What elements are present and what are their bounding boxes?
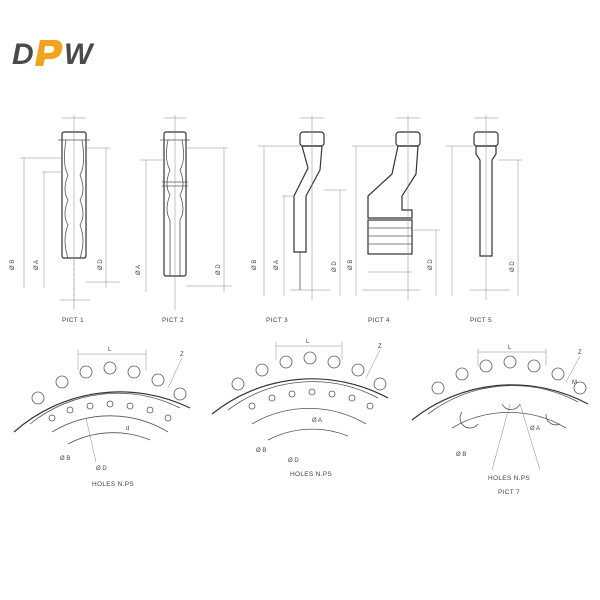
- dim-phiA-3: Ø A: [274, 260, 280, 270]
- caption-pict-7: PICT 7: [498, 489, 520, 496]
- dim-phiB-1: Ø B: [10, 260, 16, 270]
- sprocket-teeth-1: [31, 361, 187, 405]
- dpw-logo: D W: [12, 38, 95, 71]
- bolt-holes-1: [48, 400, 172, 422]
- dim-L-2: L: [306, 339, 310, 345]
- section-pict-5: Ø D PICT 5: [446, 115, 522, 324]
- dim-phiD-seg-2: Ø D: [288, 458, 299, 464]
- mounting-lugs-3: [459, 403, 561, 429]
- caption-pict-3: PICT 3: [266, 317, 288, 324]
- dim-M-3: M: [572, 380, 577, 386]
- dim-L-3: L: [508, 345, 512, 351]
- logo-letter-p: [35, 40, 63, 66]
- section-pict-2: Ø A Ø D PICT 2: [136, 115, 232, 324]
- dim-phiB-seg-3: Ø B: [456, 452, 466, 458]
- dim-phiA-1: Ø A: [34, 260, 40, 270]
- caption-pict-4: PICT 4: [368, 317, 390, 324]
- dim-phiA-2: Ø A: [136, 265, 142, 275]
- dim-phiD-3: Ø D: [332, 261, 338, 272]
- dim-L-1: L: [108, 347, 112, 353]
- section-pict-1: Ø B Ø A Ø D PICT 1: [10, 115, 120, 324]
- caption-pict-2: PICT 2: [162, 317, 184, 324]
- dim-Z-2: Z: [378, 344, 382, 350]
- segment-view-1: L Z Ø B Ø D d HOLES N.PS: [13, 347, 191, 488]
- dim-phiD-2: Ø D: [216, 264, 222, 275]
- dim-phiB-seg-1: Ø B: [60, 456, 70, 462]
- logo-letter-w: W: [64, 38, 95, 71]
- dim-phiA-seg-3: Ø A: [530, 426, 540, 432]
- caption-pict-5: PICT 5: [470, 317, 492, 324]
- segment-label-1: HOLES N.PS: [92, 481, 134, 488]
- bolt-holes-2: [248, 388, 374, 410]
- dim-phiA-seg-2: Ø A: [312, 418, 322, 424]
- dim-phiD-1: Ø D: [98, 259, 104, 270]
- section-pict-4: Ø B Ø D PICT 4: [348, 115, 440, 324]
- dim-phiB-4: Ø B: [348, 260, 354, 270]
- dim-phiD-4: Ø D: [428, 259, 434, 270]
- sprocket-teeth-2: [231, 351, 387, 391]
- segment-label-2: HOLES N.PS: [290, 471, 332, 478]
- sprocket-teeth-3: [431, 355, 587, 395]
- segment-view-3: L Z M Ø B Ø A HOLES N.PS PICT 7: [411, 345, 589, 496]
- dim-d-seg-1: d: [126, 426, 129, 432]
- caption-pict-1: PICT 1: [62, 317, 84, 324]
- dim-phiB-seg-2: Ø B: [256, 448, 266, 454]
- dim-phiD-seg-1: Ø D: [96, 466, 107, 472]
- dim-Z-3: Z: [578, 350, 582, 356]
- segment-view-2: L Z Ø B Ø D Ø A HOLES N.PS: [211, 339, 389, 478]
- dim-Z-1: Z: [180, 352, 184, 358]
- dim-phiB-3: Ø B: [252, 260, 258, 270]
- segment-label-3: HOLES N.PS: [488, 475, 530, 482]
- logo-letter-d: D: [12, 38, 34, 71]
- section-pict-3: Ø B Ø A Ø D PICT 3: [252, 115, 346, 324]
- dim-phiD-5: Ø D: [510, 261, 516, 272]
